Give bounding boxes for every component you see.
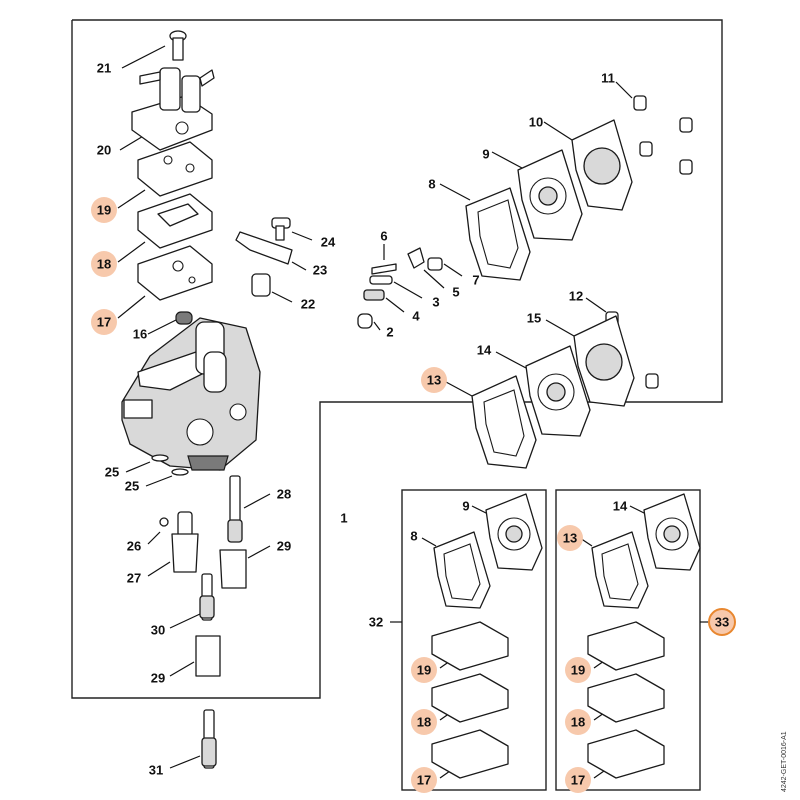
callout-c16[interactable]: 16 (133, 327, 147, 342)
callout-highlight (411, 767, 437, 793)
callout-highlight (708, 608, 736, 636)
callout-highlight (411, 657, 437, 683)
callout-c1[interactable]: 1 (340, 511, 347, 526)
callout-highlight (565, 767, 591, 793)
callout-highlight (91, 197, 117, 223)
callout-c33[interactable]: 33 (715, 615, 729, 630)
callout-c23[interactable]: 23 (313, 263, 327, 278)
callout-c14[interactable]: 14 (477, 343, 492, 358)
part-29-nozzle-b (169, 635, 221, 677)
kit-frame-32 (401, 489, 547, 791)
callout-c31[interactable]: 31 (149, 763, 163, 778)
callout-c27[interactable]: 27 (127, 571, 141, 586)
part-11-screws (615, 81, 693, 175)
assembly-frame-1 (71, 19, 723, 699)
callout-c2[interactable]: 2 (386, 325, 393, 340)
callout-c9[interactable]: 9 (482, 147, 489, 162)
callout-c17[interactable]: 17 (97, 315, 111, 330)
callout-k32_9[interactable]: 9 (462, 499, 469, 514)
callout-c24[interactable]: 24 (321, 235, 336, 250)
callout-c3[interactable]: 3 (432, 295, 439, 310)
callout-k33_17[interactable]: 17 (571, 773, 585, 788)
part-28-needle (227, 475, 271, 543)
callout-c12[interactable]: 12 (569, 289, 583, 304)
part-15-cover (545, 315, 659, 407)
callout-c15[interactable]: 15 (527, 311, 541, 326)
callout-highlight (421, 367, 447, 393)
callout-c6[interactable]: 6 (380, 229, 387, 244)
drawing-reference-code: 4242-GET-0016-A1 (781, 731, 788, 792)
part-10-cover (543, 119, 633, 211)
callout-c26[interactable]: 26 (127, 539, 141, 554)
callout-c30[interactable]: 30 (151, 623, 165, 638)
callout-c25b[interactable]: 25 (125, 479, 139, 494)
callout-k32_8[interactable]: 8 (410, 529, 417, 544)
callout-highlight (565, 709, 591, 735)
callout-c29b[interactable]: 29 (151, 671, 165, 686)
callout-c4[interactable]: 4 (412, 309, 420, 324)
part-6-pin (371, 244, 397, 275)
part-26-ball (147, 517, 169, 545)
callout-k33_14[interactable]: 14 (613, 499, 628, 514)
callout-c25a[interactable]: 25 (105, 465, 119, 480)
part-19-gasket (117, 141, 213, 209)
part-17-gasket (117, 245, 213, 319)
callout-highlight (91, 309, 117, 335)
part-5-needle (407, 247, 445, 289)
callout-k32_17[interactable]: 17 (417, 773, 431, 788)
part-9-diaphragm (491, 149, 583, 241)
callout-highlight (565, 657, 591, 683)
part-27-jet (147, 511, 199, 577)
part-13-gasket (445, 375, 537, 469)
kit-32-parts (390, 493, 543, 779)
callout-c10[interactable]: 10 (529, 115, 543, 130)
callout-labels: 2120191817162423226573428910111213141525… (91, 61, 736, 793)
callout-c21[interactable]: 21 (97, 61, 111, 76)
part-25-clips (125, 454, 189, 487)
callout-c8[interactable]: 8 (428, 177, 435, 192)
part-7-screw (427, 257, 463, 277)
callout-c29a[interactable]: 29 (277, 539, 291, 554)
callout-k32_19[interactable]: 19 (417, 663, 431, 678)
callout-c7[interactable]: 7 (472, 273, 479, 288)
part-3-spring (369, 275, 423, 299)
callout-c19[interactable]: 19 (97, 203, 111, 218)
part-29-nozzle-a (219, 545, 271, 589)
callout-c18[interactable]: 18 (97, 257, 111, 272)
part-14-diaphragm (495, 345, 591, 437)
part-30-needle (169, 573, 215, 629)
kit-frame-33 (555, 489, 701, 791)
part-4-spring (363, 289, 405, 313)
callout-c32[interactable]: 32 (369, 615, 383, 630)
kit-33-parts (579, 493, 710, 779)
carburetor-body (121, 311, 261, 471)
callout-k33_18[interactable]: 18 (571, 715, 585, 730)
callout-c11[interactable]: 11 (601, 71, 615, 86)
callout-highlight (557, 525, 583, 551)
part-8-gasket (439, 183, 531, 281)
part-21-screw (121, 30, 187, 69)
callout-c22[interactable]: 22 (301, 297, 315, 312)
callout-c28[interactable]: 28 (277, 487, 291, 502)
callout-k33_13[interactable]: 13 (563, 531, 577, 546)
part-22-sleeve (251, 273, 293, 303)
part-24-screw (271, 217, 313, 241)
part-20-pump-cover (119, 67, 215, 151)
callout-highlight (91, 251, 117, 277)
part-2-plug (357, 313, 381, 331)
part-31-needle (169, 709, 217, 769)
callout-c5[interactable]: 5 (452, 285, 459, 300)
callout-c20[interactable]: 20 (97, 143, 111, 158)
callout-c13[interactable]: 13 (427, 373, 441, 388)
callout-highlight (411, 709, 437, 735)
part-18-diaphragm (117, 193, 213, 263)
part-23-lever (235, 231, 307, 271)
callout-k33_19[interactable]: 19 (571, 663, 585, 678)
callout-k32_18[interactable]: 18 (417, 715, 431, 730)
